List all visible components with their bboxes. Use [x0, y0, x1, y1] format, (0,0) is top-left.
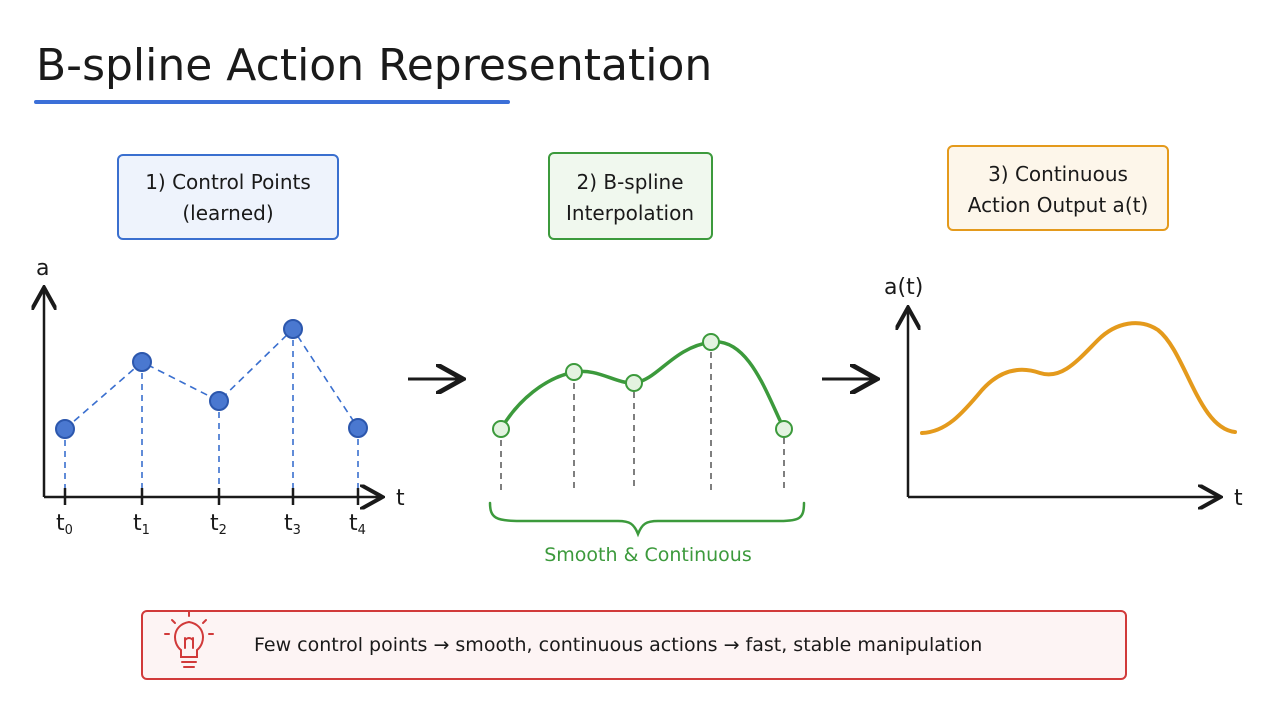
box-continuous-output: 3) Continuous Action Output a(t) [947, 145, 1169, 231]
box-continuous-line2: Action Output a(t) [968, 193, 1149, 217]
panel-bspline: Smooth & Continuous [488, 333, 806, 566]
control-polygon [64, 327, 359, 430]
box-control-points-line1: 1) Control Points [145, 170, 311, 194]
control-point-1 [132, 352, 152, 372]
box-control-points-line2: (learned) [182, 201, 273, 225]
smooth-brace [488, 501, 806, 538]
panel3-y-label: a(t) [884, 275, 923, 300]
tick-label-1: t1 [133, 511, 150, 538]
spline-knot-3 [702, 333, 720, 351]
spline-knot-1 [565, 363, 583, 381]
bottom-callout: Few control points → smooth, continuous … [141, 610, 1127, 680]
panel3-x-label: t [1234, 486, 1243, 511]
panel-continuous-output: a(t) t [884, 275, 1243, 511]
spline-knot-0 [492, 420, 510, 438]
box-continuous-line1: 3) Continuous [988, 162, 1128, 186]
spline-knot-2 [625, 374, 643, 392]
bottom-summary-text: Few control points → smooth, continuous … [254, 634, 982, 656]
control-point-0 [55, 419, 75, 439]
box-bspline-line1: 2) B-spline [576, 170, 683, 194]
lightbulb-icon [164, 611, 214, 668]
output-curve [920, 321, 1237, 435]
box-bspline-line2: Interpolation [566, 201, 694, 225]
smooth-continuous-label: Smooth & Continuous [544, 544, 752, 566]
control-point-4 [348, 418, 368, 438]
tick-label-0: t0 [56, 511, 73, 538]
spline-knot-4 [775, 420, 793, 438]
tick-label-4: t4 [349, 511, 366, 538]
panel1-y-label: a [36, 256, 49, 281]
box-control-points: 1) Control Points (learned) [117, 154, 339, 240]
tick-label-3: t3 [284, 511, 301, 538]
box-bspline-interpolation: 2) B-spline Interpolation [548, 152, 713, 240]
page-title: B-spline Action Representation [36, 40, 712, 91]
control-point-3 [283, 319, 303, 339]
panel1-x-label: t [396, 486, 405, 511]
panel-control-points: a t t0 t1 t2 t3 t4 [36, 256, 405, 538]
control-point-2 [209, 391, 229, 411]
tick-label-2: t2 [210, 511, 227, 538]
